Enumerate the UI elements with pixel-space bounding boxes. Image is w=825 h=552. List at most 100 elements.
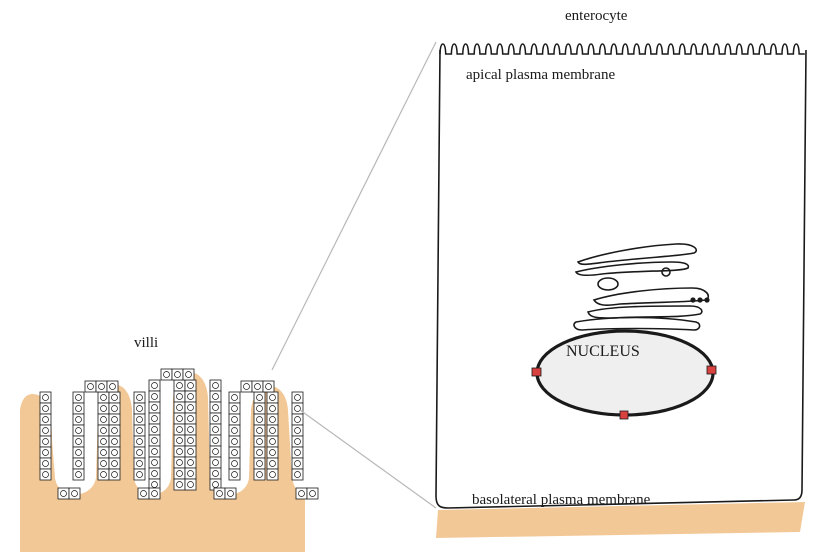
epithelial-cell: [149, 402, 160, 413]
epithelial-cell: [292, 392, 303, 403]
epithelial-cell: [292, 436, 303, 447]
epithelial-cell: [229, 447, 240, 458]
epithelial-cell: [174, 402, 185, 413]
epithelial-cell: [134, 403, 145, 414]
epithelial-cell: [149, 391, 160, 402]
epithelial-cell: [40, 403, 51, 414]
vesicle-dot: [697, 297, 702, 302]
villi-tissue: [20, 369, 318, 552]
epithelial-cell: [161, 369, 172, 380]
epithelial-cell: [267, 414, 278, 425]
epithelial-cell: [292, 469, 303, 480]
epithelial-cell: [292, 458, 303, 469]
epithelial-cell: [149, 380, 160, 391]
epithelial-cell: [73, 403, 84, 414]
epithelial-cell: [134, 392, 145, 403]
epithelial-cell: [40, 425, 51, 436]
epithelial-cell: [174, 413, 185, 424]
epithelial-cell: [149, 424, 160, 435]
epithelial-cell: [210, 380, 221, 391]
epithelial-cell: [185, 391, 196, 402]
nuclear-pore: [707, 366, 716, 374]
epithelial-cell: [254, 425, 265, 436]
nucleus: NUCLEUS: [532, 331, 716, 419]
epithelial-cell: [267, 425, 278, 436]
epithelial-cell: [40, 414, 51, 425]
epithelial-cell: [40, 447, 51, 458]
epithelial-cell: [40, 392, 51, 403]
epithelial-cell: [307, 488, 318, 499]
epithelial-cell: [229, 425, 240, 436]
epithelial-cell: [174, 380, 185, 391]
epithelial-cell: [296, 488, 307, 499]
epithelial-cell: [267, 458, 278, 469]
nuclear-pore: [620, 411, 628, 419]
epithelial-cell: [174, 391, 185, 402]
epithelial-cell: [174, 479, 185, 490]
epithelial-cell: [98, 425, 109, 436]
epithelial-cell: [98, 414, 109, 425]
epithelial-cell: [73, 469, 84, 480]
epithelial-cell: [292, 447, 303, 458]
epithelial-cell: [109, 392, 120, 403]
epithelial-cell: [292, 414, 303, 425]
epithelial-cell: [214, 488, 225, 499]
epithelial-cell: [185, 457, 196, 468]
epithelial-cell: [134, 436, 145, 447]
epithelial-cell: [149, 413, 160, 424]
enterocyte-label: enterocyte: [565, 8, 628, 24]
epithelial-cell: [109, 425, 120, 436]
vesicle-dot: [704, 297, 709, 302]
epithelial-cell: [254, 469, 265, 480]
epithelial-cell: [69, 488, 80, 499]
epithelial-cell: [185, 402, 196, 413]
microvilli: [440, 44, 805, 54]
golgi-vesicle: [662, 268, 670, 276]
epithelial-cell: [98, 447, 109, 458]
epithelial-cell: [210, 424, 221, 435]
epithelial-cell: [85, 381, 96, 392]
epithelial-cell: [210, 446, 221, 457]
epithelial-cell: [263, 381, 274, 392]
epithelial-cell: [149, 488, 160, 499]
epithelial-cell: [149, 468, 160, 479]
epithelial-cell: [267, 469, 278, 480]
epithelial-cell: [254, 392, 265, 403]
epithelial-cell: [98, 458, 109, 469]
golgi-dots: [690, 297, 709, 302]
epithelial-cell: [149, 435, 160, 446]
epithelial-cell: [172, 369, 183, 380]
golgi-apparatus: [574, 244, 708, 330]
epithelial-cell: [229, 458, 240, 469]
apical-membrane-label: apical plasma membrane: [466, 67, 615, 83]
epithelial-cell: [267, 403, 278, 414]
epithelial-cell: [210, 435, 221, 446]
epithelial-cell: [40, 458, 51, 469]
vesicle-dot: [690, 297, 695, 302]
villi-label: villi: [134, 335, 158, 351]
epithelial-cell: [40, 436, 51, 447]
epithelial-cell: [134, 458, 145, 469]
epithelial-cell: [185, 468, 196, 479]
epithelial-cell: [40, 469, 51, 480]
epithelial-cell: [254, 458, 265, 469]
epithelial-cell: [229, 436, 240, 447]
epithelial-cell: [98, 403, 109, 414]
epithelial-cell: [185, 435, 196, 446]
epithelial-cell: [109, 403, 120, 414]
epithelial-cell: [292, 403, 303, 414]
epithelial-cell: [267, 392, 278, 403]
epithelial-cell: [210, 468, 221, 479]
epithelial-cell: [109, 469, 120, 480]
epithelial-cell: [210, 457, 221, 468]
epithelial-cell: [185, 424, 196, 435]
epithelial-cell: [229, 414, 240, 425]
epithelial-cell: [73, 447, 84, 458]
epithelial-cell: [292, 425, 303, 436]
epithelial-cell: [185, 446, 196, 457]
epithelial-cell: [138, 488, 149, 499]
epithelial-cell: [98, 469, 109, 480]
epithelial-cell: [98, 436, 109, 447]
epithelial-cell: [96, 381, 107, 392]
